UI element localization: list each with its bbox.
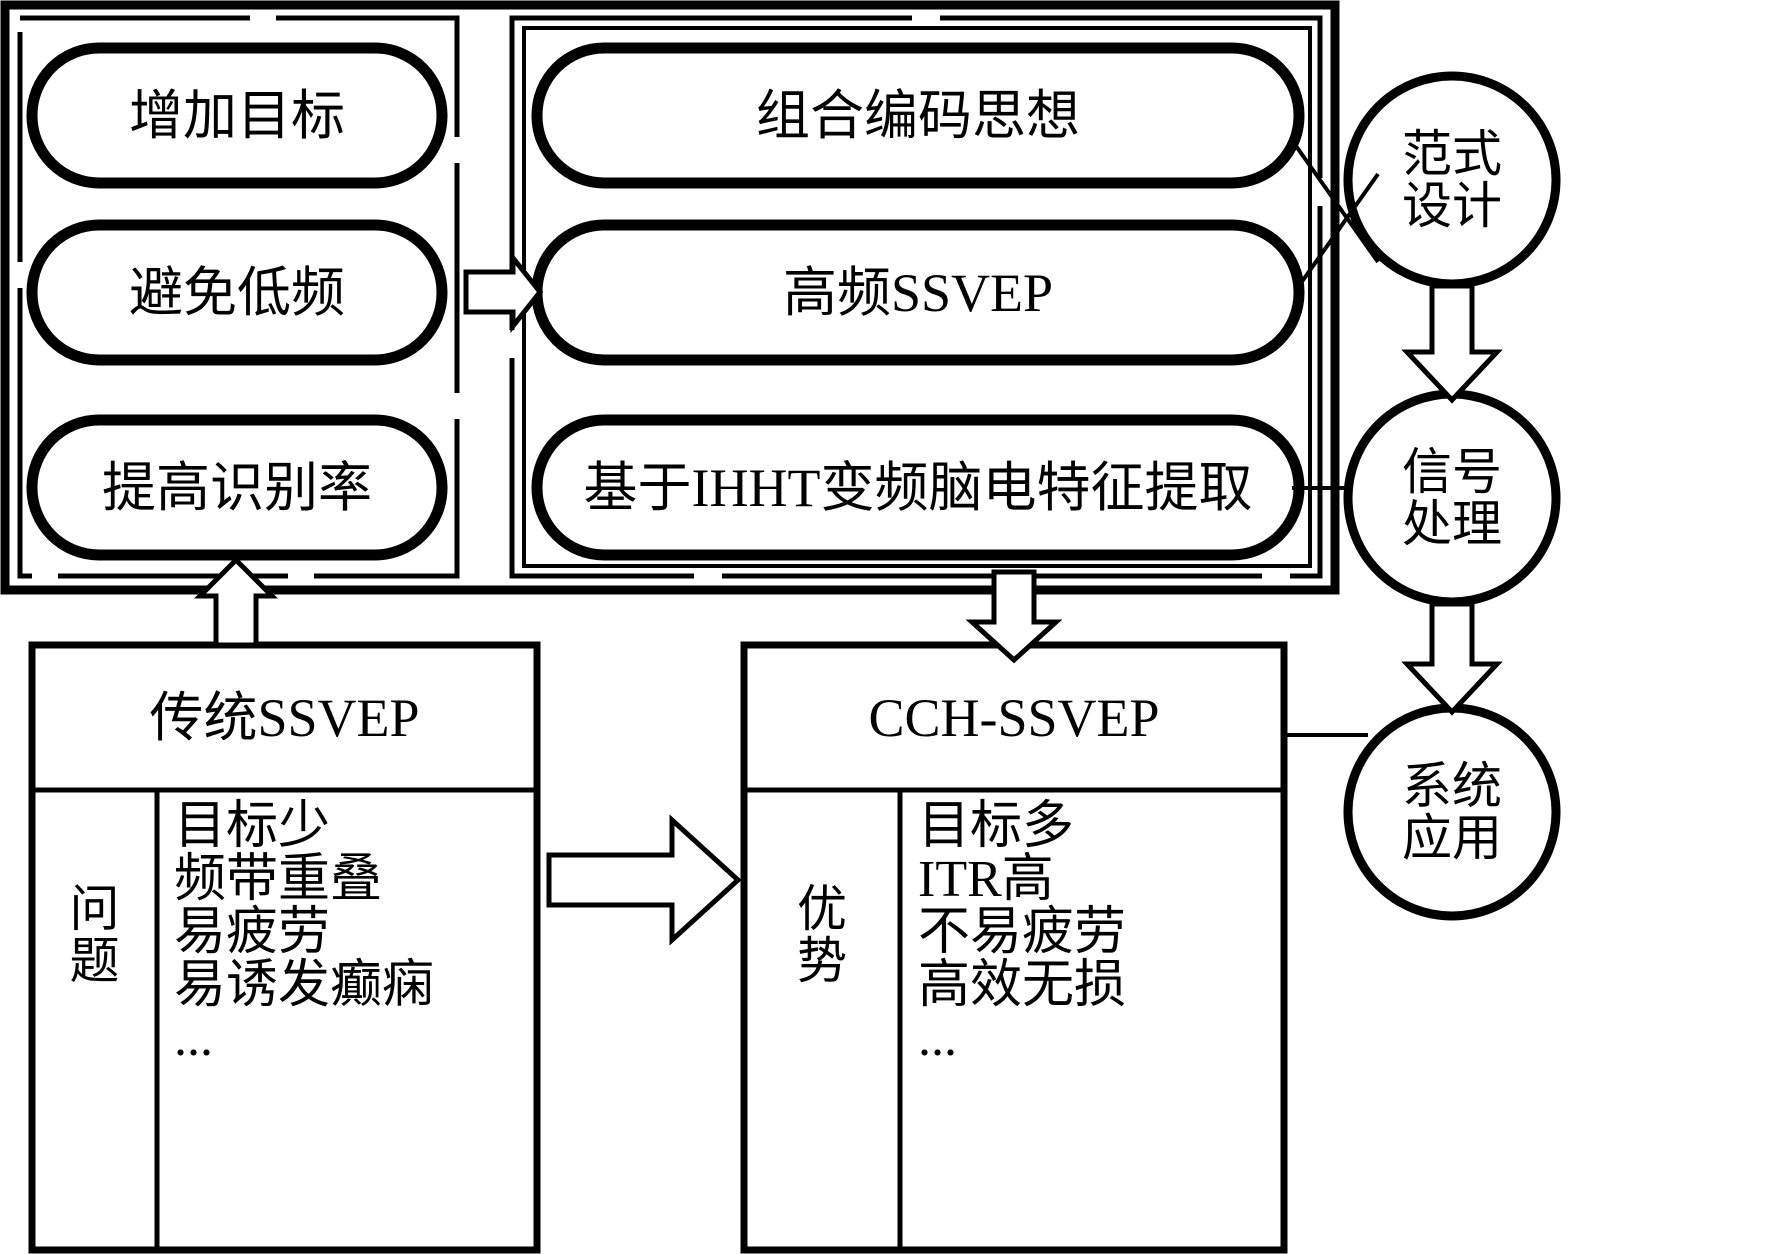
proposed-item-1: ITR高	[918, 851, 1054, 909]
traditional-item-2: 易疲劳	[174, 904, 331, 962]
proposed-box-title: CCH-SSVEP	[868, 688, 1160, 748]
proposed-category-line1: 优	[797, 880, 847, 937]
stage-circle-label-0: 范式 设计	[1348, 96, 1556, 264]
link-method1-to-paradigm	[1294, 172, 1380, 292]
upper-outer-frame	[0, 0, 1340, 595]
stage-circle-1-line2: 处理	[1402, 496, 1502, 552]
traditional-box-title: 传统SSVEP	[149, 688, 420, 748]
method-label-1: 高频SSVEP	[782, 262, 1054, 323]
traditional-item-0: 目标少	[174, 798, 331, 855]
arrow-panel-to-proposed	[965, 569, 1063, 664]
link-method0-to-paradigm	[1294, 144, 1380, 264]
traditional-box-category: 问 题	[34, 860, 155, 1010]
traditional-box-items: 目标少 频带重叠 易疲劳 易诱发癫痫 ...	[174, 800, 534, 1250]
traditional-item-3: 易诱发癫痫	[174, 957, 435, 1015]
traditional-category-line1: 问	[69, 880, 120, 937]
goal-shape-1[interactable]	[26, 219, 448, 366]
method-shape-0[interactable]	[531, 42, 1305, 189]
arrow-paradigm-to-signal	[1401, 283, 1503, 404]
proposed-item-0: 目标多	[918, 798, 1075, 855]
proposed-box-category: 优 势	[746, 860, 898, 1010]
proposed-box-items: 目标多 ITR高 不易疲劳 高效无损 ...	[918, 800, 1278, 1250]
stage-circle-1-line1: 信号	[1402, 443, 1502, 500]
stage-circle-2-line2: 应用	[1402, 810, 1502, 866]
traditional-item-4: ...	[174, 1010, 213, 1068]
goal-label-0: 增加目标	[129, 85, 345, 146]
traditional-item-1: 频带重叠	[174, 851, 383, 909]
traditional-box-outer[interactable]	[28, 641, 541, 1254]
arrow-traditional-to-proposed	[546, 814, 742, 946]
stage-circle-0-line1: 范式	[1402, 125, 1502, 182]
method-label-2: 基于IHHT变频脑电特征提取	[583, 457, 1253, 518]
proposed-item-4: ...	[918, 1010, 957, 1068]
arrow-goals-to-methods	[463, 250, 544, 334]
method-label-0: 组合编码思想	[756, 85, 1080, 146]
arrow-traditional-to-panel	[193, 556, 279, 648]
proposed-box-outer[interactable]	[740, 641, 1288, 1254]
goal-shape-2[interactable]	[26, 414, 448, 561]
goal-label-1: 避免低频	[129, 262, 345, 323]
stage-circle-label-2: 系统 应用	[1348, 728, 1556, 896]
proposed-item-3: 高效无损	[918, 957, 1127, 1015]
goal-label-2: 提高识别率	[102, 457, 372, 518]
stage-circle-label-1: 信号 处理	[1348, 414, 1556, 582]
stage-circle-2-line1: 系统	[1402, 757, 1502, 814]
arrow-signal-to-application	[1401, 601, 1503, 716]
proposed-category-line2: 势	[797, 933, 847, 989]
stage-circle-0-line2: 设计	[1402, 178, 1502, 234]
proposed-item-2: 不易疲劳	[918, 904, 1127, 962]
traditional-category-line2: 题	[69, 933, 120, 989]
goal-shape-0[interactable]	[26, 42, 448, 189]
